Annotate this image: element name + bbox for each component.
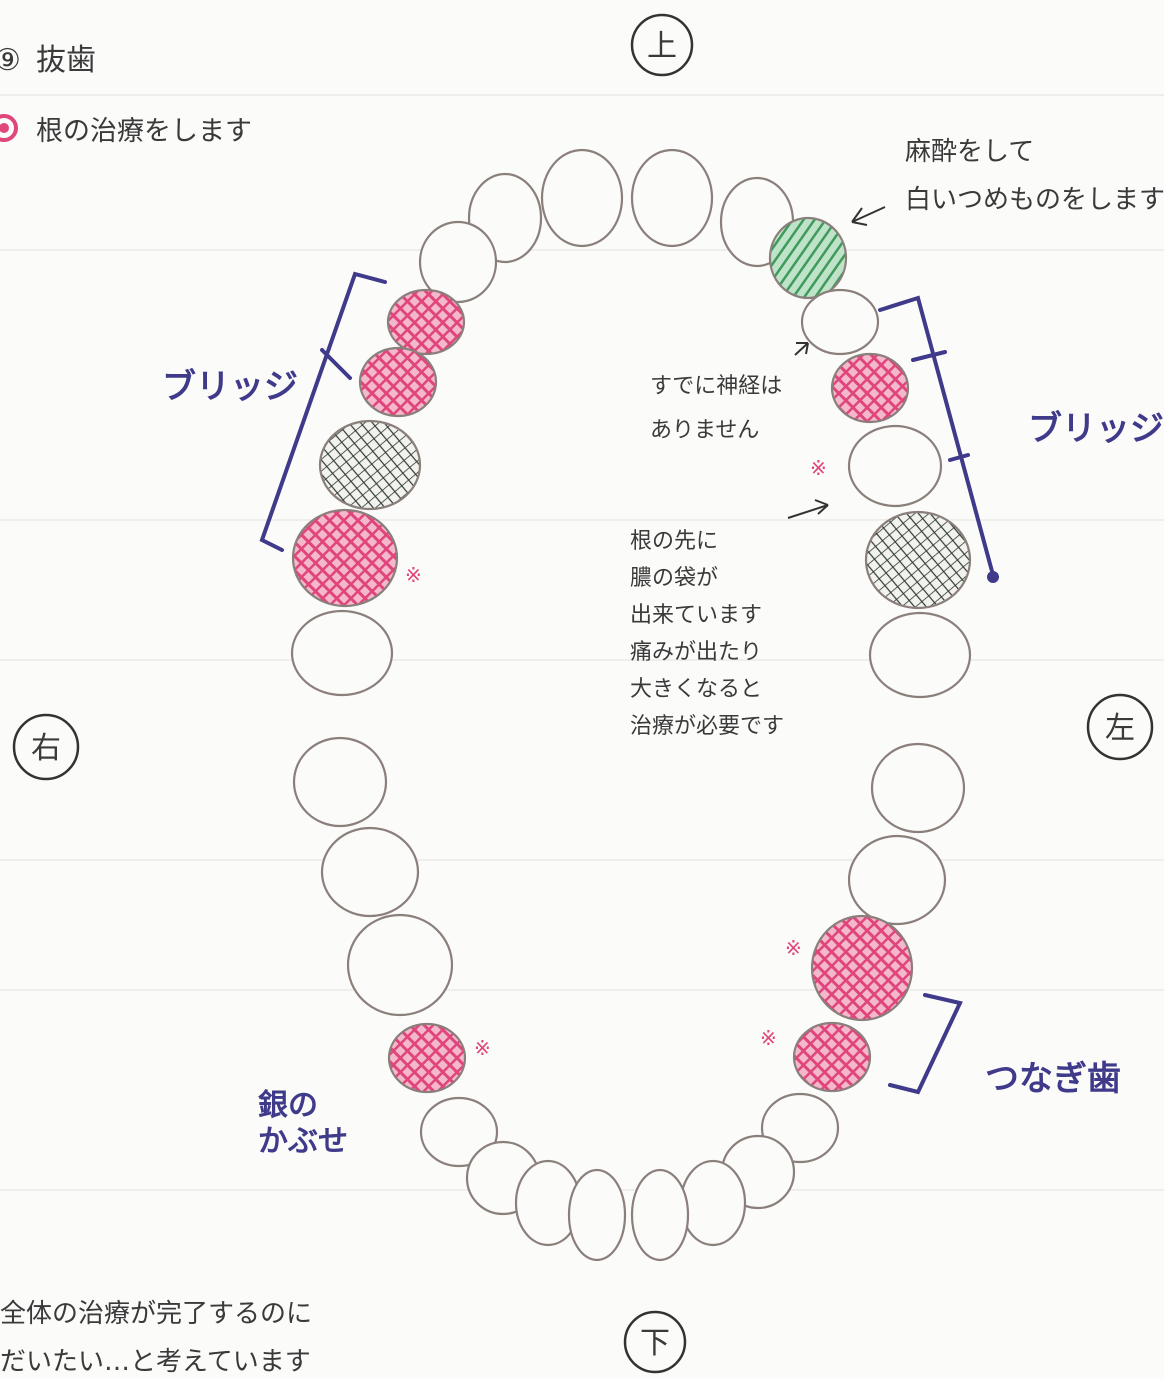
tooth-UL4-normal bbox=[800, 288, 880, 356]
orientation-right-label: 右 bbox=[31, 731, 61, 766]
orientation-top: 上 bbox=[630, 13, 694, 77]
orientation-top-label: 上 bbox=[647, 29, 677, 64]
legend-root-treatment-icon bbox=[0, 114, 18, 142]
no-nerve-note: すでに神経はありません bbox=[650, 374, 782, 443]
legend-extraction-label: 抜歯 bbox=[36, 43, 96, 78]
tooth-UL7-extraction bbox=[864, 510, 972, 610]
abscess-mark: ※ bbox=[474, 1036, 491, 1060]
abscess-marks: ※ ※ ※ ※ ※ bbox=[405, 456, 827, 1060]
annotation-arrows bbox=[787, 206, 886, 519]
orientation-bottom-label: 下 bbox=[640, 1326, 670, 1361]
tooth-UL5-root_treatment bbox=[830, 352, 910, 424]
tooth-LR7-normal bbox=[320, 826, 420, 918]
bridge-bracket-right bbox=[259, 271, 387, 552]
orientation-left: 左 bbox=[1086, 693, 1154, 761]
tooth-LL1-normal bbox=[630, 1168, 690, 1262]
footer-note: 全体の治療が完了するのにだいたい…と考えています bbox=[0, 1299, 312, 1377]
page-ruling bbox=[0, 94, 1164, 1191]
legend-extraction-symbol: ⑨ bbox=[0, 43, 21, 78]
tooth-UR8-normal bbox=[290, 609, 394, 697]
tooth-LR5-root_treatment bbox=[387, 1022, 467, 1094]
legend: ⑨ 抜歯 根の治療をします bbox=[0, 43, 252, 147]
tooth-UR7-root_treatment bbox=[291, 508, 399, 608]
tooth-LL6-root_treatment bbox=[810, 914, 914, 1022]
connected-teeth-bracket bbox=[888, 993, 963, 1095]
tooth-UR4-root_treatment bbox=[386, 288, 466, 356]
tooth-UR3-normal bbox=[418, 220, 498, 304]
bridge-bracket-left bbox=[878, 295, 999, 583]
teeth-layer bbox=[290, 148, 972, 1262]
silver-crown-label: 銀のかぶせ bbox=[258, 1088, 348, 1159]
tooth-UL1-normal bbox=[630, 148, 714, 248]
tooth-LL7-normal bbox=[847, 834, 947, 926]
abscess-mark: ※ bbox=[810, 456, 827, 480]
legend-root-treatment-label: 根の治療をします bbox=[36, 116, 252, 147]
tooth-LL2-normal bbox=[679, 1159, 747, 1247]
tooth-UL8-normal bbox=[868, 611, 972, 699]
abscess-mark: ※ bbox=[760, 1026, 777, 1050]
abscess-mark: ※ bbox=[785, 936, 802, 960]
tooth-UL6-normal bbox=[847, 424, 943, 508]
tooth-LL5-root_treatment bbox=[792, 1021, 872, 1093]
abscess-mark: ※ bbox=[405, 563, 422, 587]
tooth-LR1-normal bbox=[567, 1168, 627, 1262]
tooth-LR4-normal bbox=[419, 1096, 499, 1168]
legend-root-treatment-dot bbox=[0, 123, 9, 133]
tooth-LL8-normal bbox=[870, 742, 966, 834]
orientation-right: 右 bbox=[12, 713, 80, 781]
tooth-LR6-normal bbox=[346, 913, 454, 1017]
tooth-UL3-white_filling bbox=[768, 216, 848, 300]
tooth-UR6-extraction bbox=[318, 419, 422, 511]
anesthesia-note: 麻酔をして白いつめものをします bbox=[905, 137, 1164, 215]
bridge-label-left: ブリッジ bbox=[1028, 409, 1164, 449]
tooth-LR8-normal bbox=[292, 736, 388, 828]
root-abscess-note: 根の先に膿の袋が出来ています痛みが出たり大きくなると治療が必要です bbox=[630, 529, 784, 739]
bridge-label-right: ブリッジ bbox=[162, 367, 298, 407]
tooth-UR5-root_treatment bbox=[358, 346, 438, 418]
orientation-left-label: 左 bbox=[1105, 711, 1135, 746]
tooth-UR1-normal bbox=[540, 148, 624, 248]
orientation-bottom: 下 bbox=[623, 1310, 687, 1374]
connected-teeth-label: つなぎ歯 bbox=[985, 1059, 1121, 1099]
